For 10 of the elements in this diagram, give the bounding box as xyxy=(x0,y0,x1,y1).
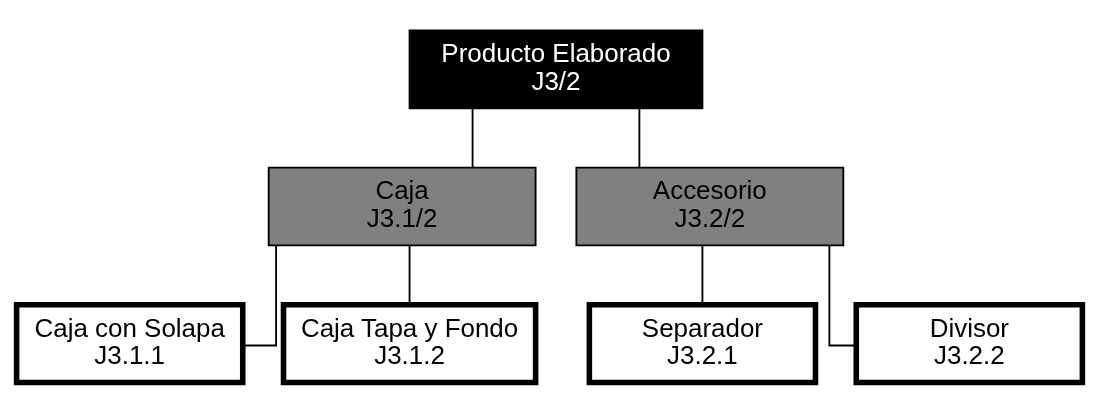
node-box: Separador J3.2.1 xyxy=(586,301,819,386)
node-box: Caja J3.1/2 xyxy=(267,166,537,247)
node-box: Producto Elaborado J3/2 xyxy=(408,29,704,110)
node-box: Accesorio J3.2/2 xyxy=(575,166,845,247)
node-box: Caja con Solapa J3.1.1 xyxy=(13,301,246,386)
connector xyxy=(471,107,474,169)
connector xyxy=(828,245,857,347)
node-box: Caja Tapa y Fondo J3.1.2 xyxy=(280,301,539,386)
node-box: Divisor J3.2.2 xyxy=(853,301,1086,386)
connector xyxy=(638,107,641,169)
